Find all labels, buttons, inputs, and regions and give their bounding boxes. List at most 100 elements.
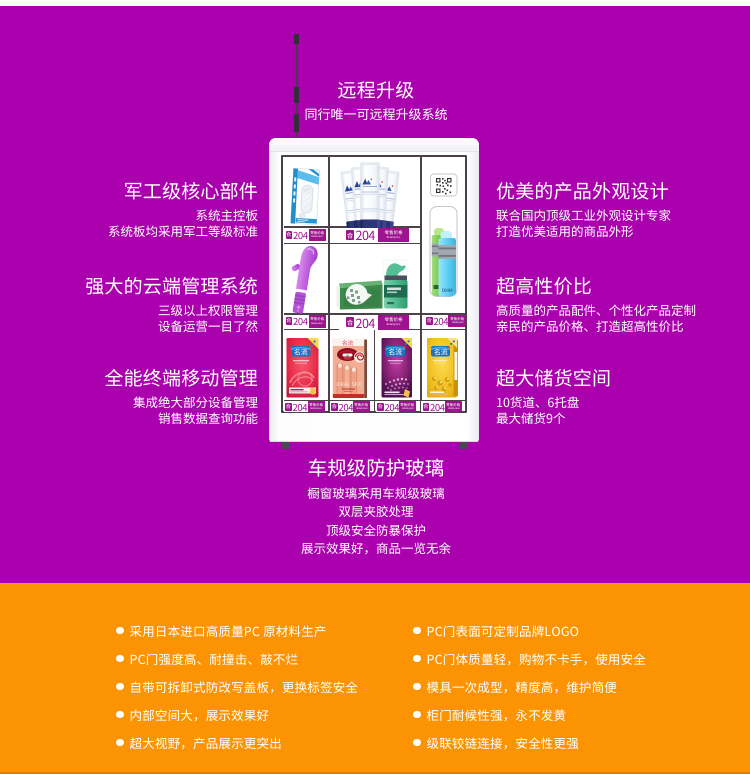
price-currency-icon: 合 (426, 316, 433, 325)
qr-code-card (430, 173, 458, 197)
glass-feature-line: 展示效果好，商品一览无余 (300, 538, 451, 558)
product-spray-bottles: DMM (429, 206, 458, 297)
price-currency-icon: 合 (377, 402, 384, 411)
price-currency-icon: 合 (331, 402, 338, 411)
price-value: 204 (433, 314, 449, 327)
feature-title: 超高性价比 (496, 272, 593, 299)
feature-line: 高质量的产品配件、个性化产品定制 (496, 300, 697, 319)
bullet-item: 采用日本进口高质量PC 原材料生产 (116, 617, 406, 645)
price-value: 204 (293, 228, 308, 242)
vending-machine-bottom-edge (270, 441, 478, 442)
bullet-item: 内部空间大，展示效果好 (116, 701, 406, 729)
feature-line: 10货道、6托盘 (496, 391, 580, 411)
feature-line: 集成绝大部分设备管理 (132, 391, 258, 411)
page-subtitle: 同行唯一可远程升级系统 (304, 104, 448, 123)
bullet-dot-icon (413, 738, 421, 747)
glass-feature-line: 顶级安全防暴保护 (325, 519, 426, 539)
price-currency-icon: 合 (285, 317, 292, 326)
price-value: 204 (355, 315, 376, 330)
bullet-dot-icon (413, 626, 421, 635)
bullet-text: PC门体质量轻，购物不卡手，使用安全 (426, 649, 646, 668)
feature-block-left-2: 全能终端移动管理集成绝大部分设备管理销售数据查询功能 (0, 365, 258, 426)
bullet-text: 柜门耐候性强，永不发黄 (426, 705, 567, 724)
price-value: 204 (292, 400, 308, 413)
page-title: 远程升级 (337, 76, 415, 103)
antenna-line (296, 34, 298, 138)
feature-line: 打造优美适用的商品外形 (496, 221, 634, 241)
bullet-list-right: PC门表面可定制品牌LOGO PC门体质量轻，购物不卡手，使用安全模具一次成型，精… (413, 617, 713, 757)
feature-title: 优美的产品外观设计 (496, 177, 669, 204)
product-condom-box-purple: 名流 (381, 338, 412, 398)
bullet-text: 模具一次成型，精度高，维护简便 (426, 677, 618, 696)
product-condom-box-red: 名流 (286, 338, 319, 398)
condom-brand-logo: 名流 (434, 347, 448, 357)
shelf-divider-horizontal-5 (284, 399, 465, 401)
bullet-text: 超大视野，产品展示更突出 (129, 733, 282, 752)
footer-edge-line (0, 772, 750, 774)
bullet-item: 柜门耐候性强，永不发黄 (413, 701, 713, 729)
feature-block-left-0: 军工级核心部件系统主控板系统板均采用军工等级标准 (0, 179, 258, 239)
machine-foot-left (282, 442, 290, 449)
condom-brand-logo: 名流 (342, 339, 354, 347)
price-currency-icon: 合 (285, 402, 292, 411)
orange-footer-background (0, 583, 750, 774)
shelf-divider-vertical-1 (328, 157, 330, 413)
feature-line: 三级以上权限管理 (157, 300, 258, 319)
bullet-item: 超大视野，产品展示更突出 (116, 729, 406, 757)
bullet-item: PC门体质量轻，购物不卡手，使用安全 (413, 645, 713, 673)
price-value: 204 (293, 315, 308, 328)
bullet-text: 内部空间大，展示效果好 (129, 705, 270, 724)
product-green-box-set (336, 259, 408, 310)
bullet-dot-icon (116, 682, 124, 691)
condom-brand-logo: 名流 (294, 347, 308, 357)
product-vibrator (291, 245, 318, 314)
glass-feature-line: 橱窗玻璃采用车规级玻璃 (307, 482, 445, 502)
product-condom-box-gold: 名流 (427, 338, 458, 398)
shelf-products: DMM (286, 162, 458, 398)
feature-line: 系统主控板 (195, 205, 258, 224)
feature-block-left-1: 强大的云端管理系统三级以上权限管理设备运营一目了然 (0, 274, 258, 334)
bullet-dot-icon (413, 710, 421, 719)
feature-block-right-1: 超高性价比高质量的产品配件、个性化产品定制亲民的产品价格、打造超高性价比 (496, 274, 746, 334)
blue-bottle: DMM (438, 231, 456, 297)
shelf-divider-vertical-3 (420, 157, 422, 413)
qr-code-icon (436, 178, 452, 195)
bullet-item: 模具一次成型，精度高，维护简便 (413, 673, 713, 701)
feature-title: 强大的云端管理系统 (85, 272, 258, 299)
machine-foot-right (459, 442, 467, 449)
price-value: 204 (430, 400, 445, 413)
oralsex-label: ORAL SEX (337, 381, 362, 388)
bullet-item: 自带可拆卸式防改写盖板，更换标签安全 (116, 673, 406, 701)
shelf-divider-horizontal-2 (284, 242, 421, 244)
product-sleeve-box (290, 168, 320, 225)
condom-brand-logo: 名流 (389, 347, 403, 357)
shelf-divider-vertical-2 (373, 329, 375, 413)
bullet-text: 采用日本进口高质量PC 原材料生产 (129, 621, 327, 640)
antenna-segment-middle (294, 87, 299, 103)
price-currency-icon: 合 (285, 230, 292, 239)
glass-feature-title: 车规级防护玻璃 (307, 452, 445, 481)
product-condom-box-oralsex: 名流 ORAL SEX (332, 338, 367, 398)
bullet-text: PC门表面可定制品牌LOGO (426, 621, 580, 640)
price-currency-icon: 合 (346, 229, 354, 240)
price-currency-icon: 合 (422, 402, 429, 411)
bullet-dot-icon (413, 682, 421, 691)
bullet-text: 级联铰链连接，安全性更强 (426, 733, 579, 752)
feature-line: 最大储货9个 (496, 407, 566, 427)
feature-block-right-0: 优美的产品外观设计联合国内顶级工业外观设计专家打造优美适用的商品外形 (496, 179, 746, 239)
bullet-dot-icon (116, 738, 124, 747)
